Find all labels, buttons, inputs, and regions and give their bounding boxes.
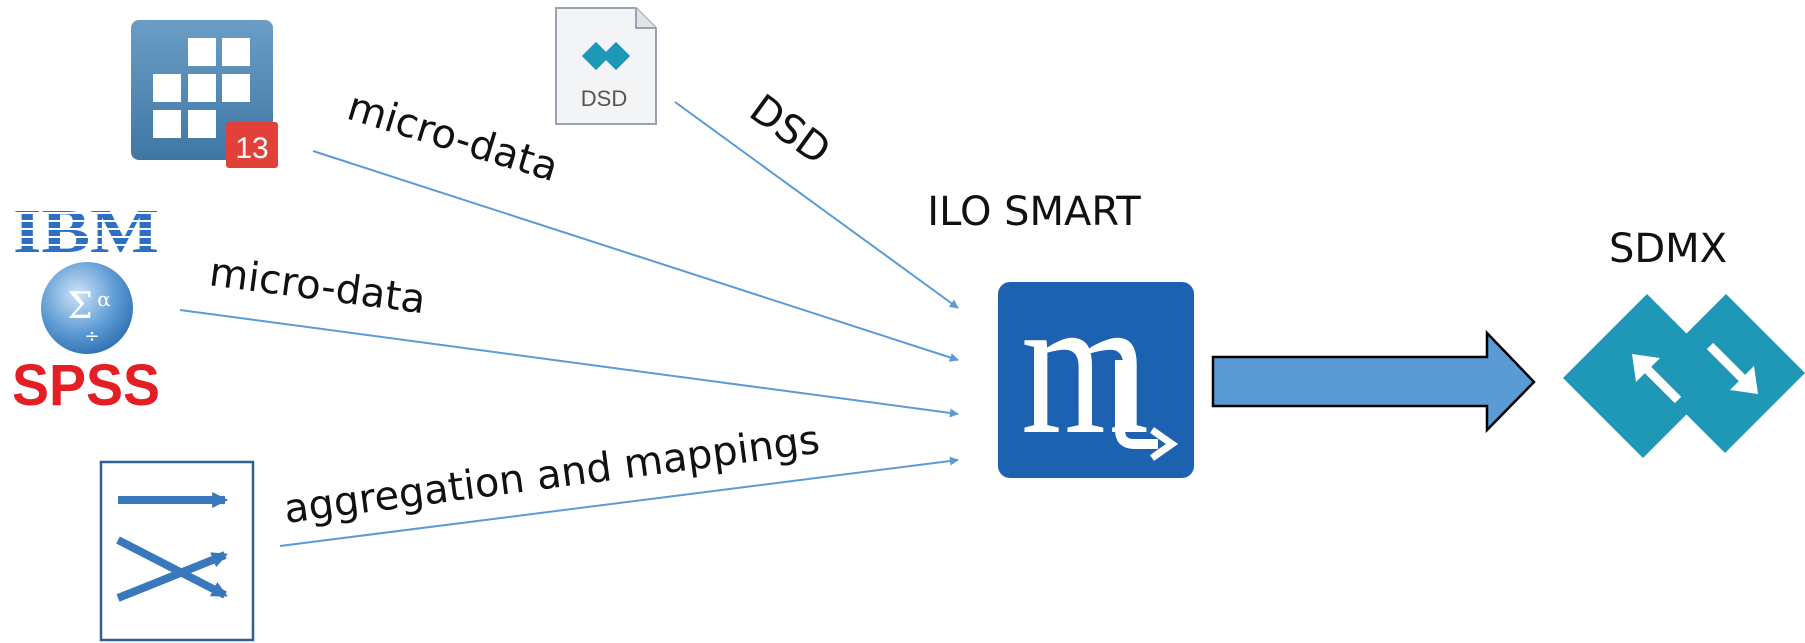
scorpio-m-icon: m — [998, 255, 1194, 478]
edge-arrows — [179, 101, 959, 547]
dsd-file-label: DSD — [581, 86, 627, 111]
sdmx-logo — [1563, 294, 1805, 458]
stata-app-icon: 13 — [131, 20, 278, 168]
big-flow-arrow — [1211, 329, 1536, 434]
svg-text:Σ: Σ — [67, 286, 92, 327]
edge-mappings-arrow — [279, 456, 959, 547]
edge-stata-arrow — [312, 150, 959, 362]
ibm-spss-logo: IBM Σ α ÷ SPSS — [10, 198, 160, 418]
svg-text:÷: ÷ — [84, 326, 99, 347]
spss-wordmark: SPSS — [12, 353, 160, 418]
dsd-file-icon: DSD — [555, 7, 657, 125]
edge-dsd-arrow — [674, 101, 959, 309]
edge-spss-arrow — [179, 309, 959, 418]
sdmx-label: SDMX — [1609, 226, 1727, 272]
edge-label-mappings: aggregation and mappings — [281, 417, 822, 533]
mapping-arrows-icon — [99, 460, 255, 642]
svg-text:α: α — [97, 287, 111, 311]
ibm-wordmark: IBM — [13, 198, 159, 266]
edge-label-stata: micro-data — [342, 84, 563, 192]
ilo-smart-label: ILO SMART — [927, 189, 1141, 235]
edge-label-spss: micro-data — [207, 249, 429, 323]
stata-version-badge: 13 — [235, 132, 268, 165]
